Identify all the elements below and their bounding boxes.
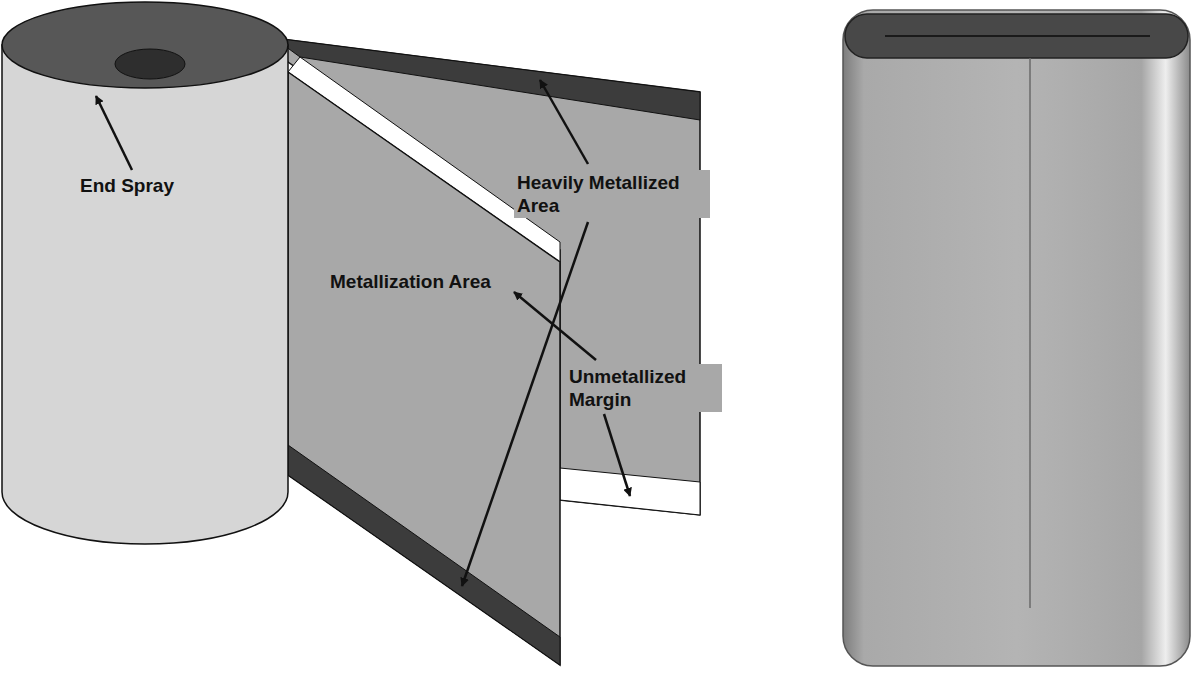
end-spray-face: [2, 2, 288, 88]
leader-arrow: [540, 80, 588, 164]
leader-arrow: [96, 96, 132, 170]
flat-capacitor-body: [843, 10, 1190, 666]
part-label: Unmetallized Margin: [566, 364, 722, 412]
part-label: Heavily Metallized Area: [514, 170, 710, 218]
roll-core: [115, 49, 185, 79]
flat-capacitor-end-spray: [845, 14, 1188, 58]
end-spray-seam: [885, 35, 1150, 37]
part-label: Metallization Area: [330, 270, 530, 293]
leader-arrow: [514, 292, 596, 360]
winding-seam: [1029, 58, 1031, 608]
heavy-metallized-band: [288, 445, 560, 665]
film-front-layer: [288, 72, 560, 665]
leader-arrow: [604, 414, 630, 496]
roll-body: [2, 45, 288, 544]
unmetallized-margin-strip: [560, 468, 700, 515]
part-label: End Spray: [80, 174, 220, 197]
